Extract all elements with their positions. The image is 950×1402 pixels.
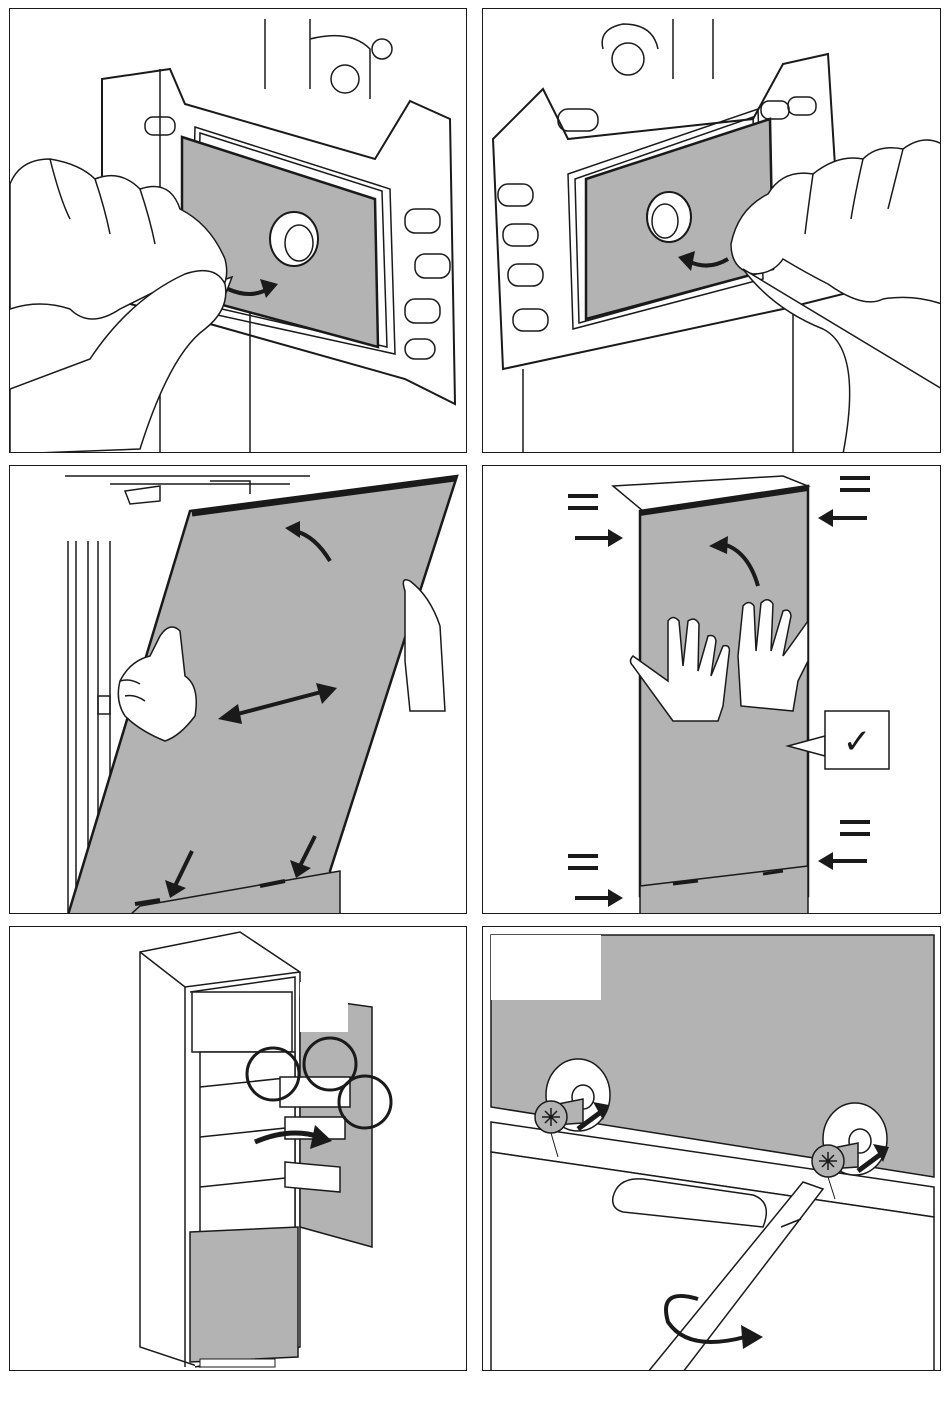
panel-peel-film-left <box>9 8 467 453</box>
panel-press-panel: ✓ <box>482 465 941 914</box>
tighten-screws-illustration <box>483 927 941 1371</box>
panel-peel-film-right <box>482 8 941 453</box>
panel-tighten-screws <box>482 926 941 1371</box>
check-icon: ✓ <box>843 722 872 762</box>
peel-film-right-illustration <box>483 9 941 453</box>
press-panel-illustration: ✓ <box>483 466 941 914</box>
peel-film-left-illustration <box>10 9 467 453</box>
panel-fridge-hinges <box>9 926 467 1371</box>
fridge-hinges-illustration <box>10 927 467 1371</box>
panel-position-decor <box>9 465 467 914</box>
position-decor-illustration <box>10 466 467 914</box>
hand-right <box>403 580 445 711</box>
